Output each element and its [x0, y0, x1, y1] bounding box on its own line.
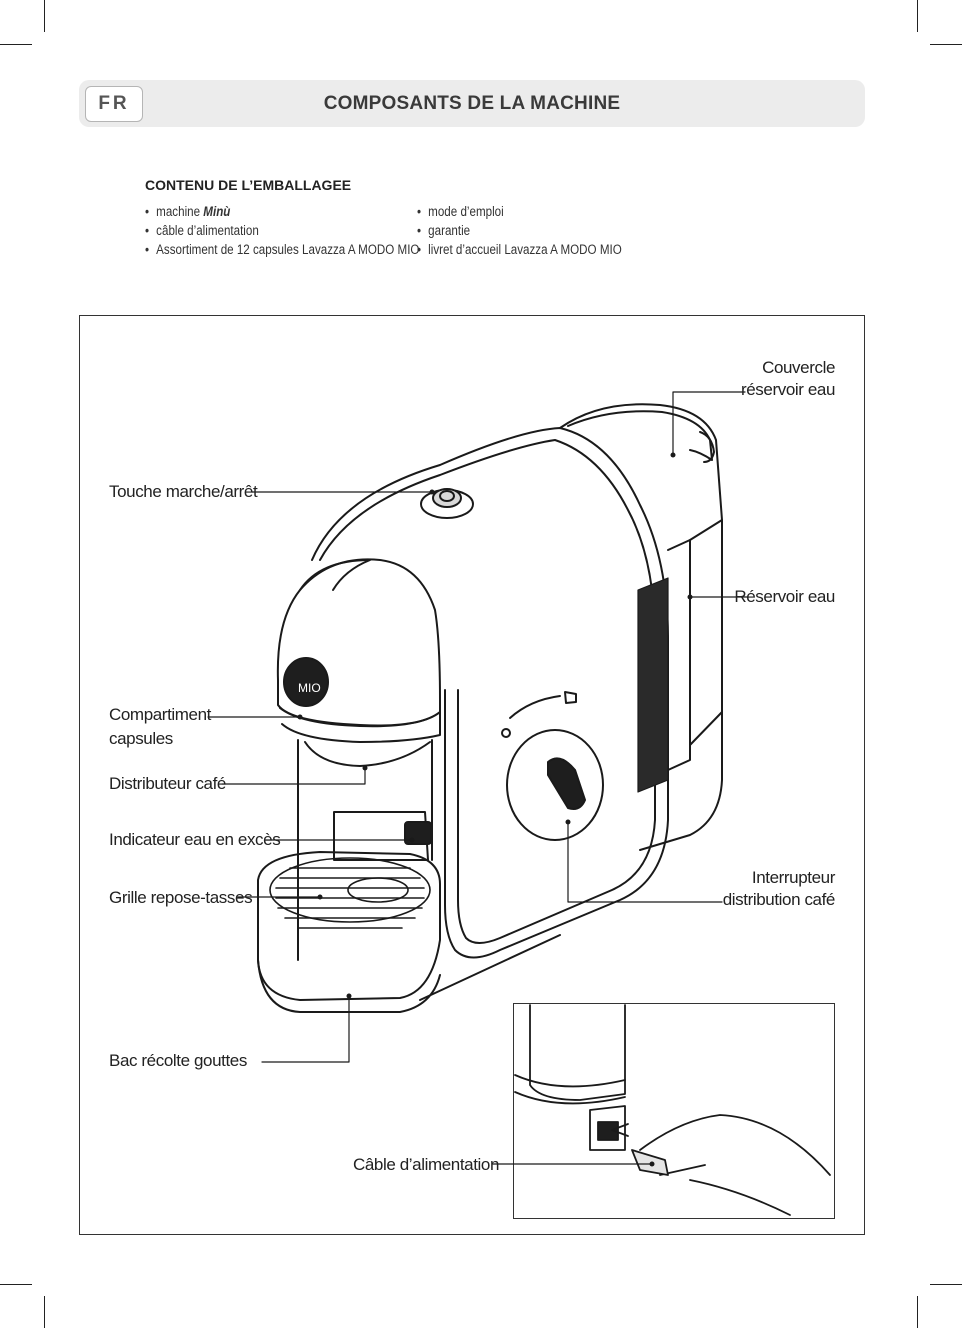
callout-capsule-compartment: Compartiment capsules: [109, 704, 211, 750]
page-title: COMPOSANTS DE LA MACHINE: [323, 92, 621, 114]
package-contents-list-right: mode d’emploi garantie livret d’accueil …: [417, 202, 655, 259]
package-contents-list-left: machine Minù câble d’alimentation Assort…: [145, 202, 464, 259]
crop-mark: [930, 44, 962, 45]
list-item: câble d’alimentation: [145, 221, 419, 240]
crop-mark: [44, 0, 45, 32]
crop-mark: [917, 0, 918, 32]
crop-mark: [44, 1296, 45, 1328]
callout-dispense-switch: Interrupteur distribution café: [722, 867, 836, 911]
list-item: garantie: [417, 221, 622, 240]
callout-drip-tray: Bac récolte gouttes: [109, 1051, 247, 1070]
section-header: COMPOSANTS DE LA MACHINE FR: [79, 80, 865, 127]
machine-logo-text: MIO: [298, 681, 321, 695]
callout-capsule-compartment-line2: capsules: [109, 729, 173, 748]
crop-mark: [0, 44, 32, 45]
callout-power-cable: Câble d’alimentation: [353, 1155, 500, 1174]
callout-capsule-compartment-line1: Compartiment: [109, 705, 211, 724]
water-tank: [559, 403, 723, 851]
power-cable-inset: [513, 1003, 835, 1219]
hand-outline: [639, 1114, 831, 1216]
list-item-text: machine: [156, 204, 204, 219]
leader-lines: [207, 391, 749, 1165]
cup-icon: [564, 691, 577, 704]
cup-grid: [269, 857, 431, 929]
main-body: [311, 427, 669, 959]
dispense-switch-knob: [506, 729, 604, 841]
package-contents-heading: CONTENU DE L’EMBALLAGEE: [145, 177, 352, 193]
callout-excess-water-indicator: Indicateur eau en excès: [109, 830, 281, 849]
drip-tray: [257, 851, 441, 1001]
tank-lid: [567, 410, 713, 461]
callout-tank-lid-line1: Couvercle: [762, 358, 835, 377]
crop-mark: [0, 1284, 32, 1285]
excess-water-indicator-icon: [404, 821, 432, 845]
list-item: livret d’accueil Lavazza A MODO MIO: [417, 240, 622, 259]
callout-cup-grid: Grille repose-tasses: [109, 888, 253, 907]
callout-dispense-switch-line1: Interrupteur: [751, 868, 835, 887]
crop-mark: [930, 1284, 962, 1285]
crop-mark: [917, 1296, 918, 1328]
language-tab: FR: [85, 86, 143, 122]
list-item: mode d’emploi: [417, 202, 622, 221]
callout-coffee-dispenser: Distributeur café: [109, 774, 226, 793]
side-vent: [637, 577, 669, 793]
list-item: machine Minù: [145, 202, 419, 221]
product-name: Minù: [203, 204, 231, 219]
lavazza-logo-icon: MIO: [283, 657, 329, 707]
callout-tank-lid-line2: réservoir eau: [740, 380, 835, 399]
machine-diagram-frame: [79, 315, 865, 1235]
inset-illustration: [514, 1004, 831, 1216]
callout-tank-lid: Couvercle réservoir eau: [741, 357, 835, 401]
callout-power-button: Touche marche/arrêt: [109, 482, 258, 501]
power-button-icon: [420, 488, 474, 519]
list-item: Assortiment de 12 capsules Lavazza A MOD…: [145, 240, 419, 259]
callout-dispense-switch-line2: distribution café: [722, 890, 836, 909]
callout-water-tank: Réservoir eau: [734, 587, 835, 606]
coffee-dispenser-nozzle: [304, 741, 431, 767]
